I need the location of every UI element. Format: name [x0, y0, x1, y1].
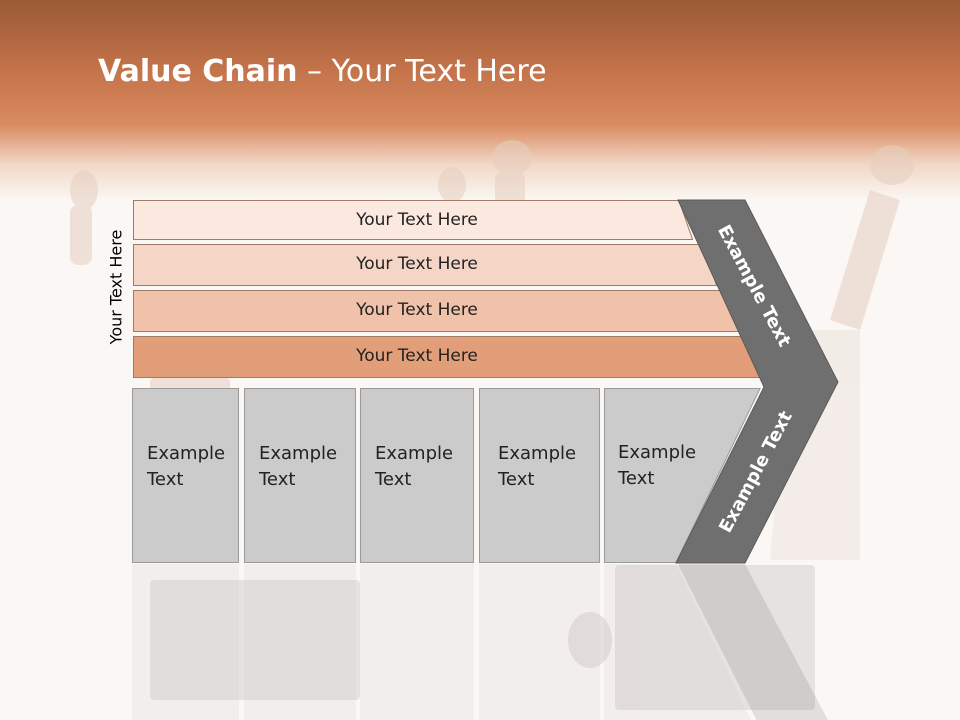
band-1: Your Text Here: [133, 200, 693, 240]
title-rest: – Your Text Here: [297, 54, 547, 89]
box-1-line1: Example: [147, 443, 226, 464]
box-2-line1: Example: [259, 443, 338, 464]
box-5-line2: Text: [618, 468, 655, 489]
band-2: Your Text Here: [133, 244, 717, 286]
title-bold: Value Chain: [98, 54, 298, 89]
band-3: Your Text Here: [133, 290, 741, 332]
page-title: Value Chain – Your Text Here: [98, 54, 547, 89]
band-2-label: Your Text Here: [356, 254, 478, 274]
box-4-line1: Example: [498, 443, 577, 464]
box-3-line1: Example: [375, 443, 454, 464]
box-2-line2: Text: [259, 469, 296, 490]
box-4-line2: Text: [498, 469, 535, 490]
band-4: Your Text Here: [133, 336, 765, 378]
band-3-label: Your Text Here: [356, 300, 478, 320]
band-4-label: Your Text Here: [356, 346, 478, 366]
header-banner: [0, 0, 960, 200]
box-3-line2: Text: [375, 469, 412, 490]
box-1-line2: Text: [147, 469, 184, 490]
box-5-line1: Example: [618, 442, 697, 463]
band-1-label: Your Text Here: [356, 210, 478, 230]
